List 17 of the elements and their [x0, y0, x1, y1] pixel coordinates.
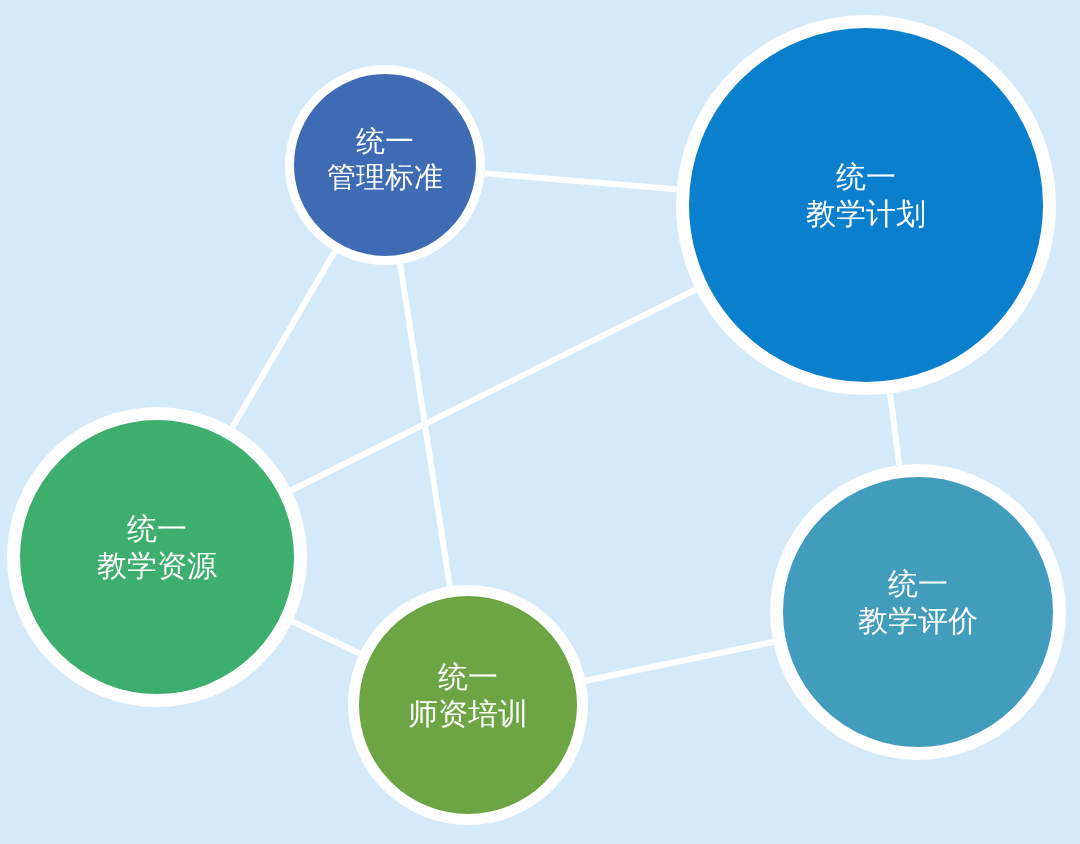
- node-label: 教学评价: [858, 602, 978, 640]
- connector-line: [584, 639, 774, 684]
- node-label: 师资培训: [408, 695, 528, 733]
- node-label: 统一: [356, 122, 414, 159]
- connector-line: [397, 263, 453, 587]
- connector-line: [887, 393, 903, 466]
- node-label: 统一: [127, 509, 187, 547]
- node-label: 统一: [836, 157, 896, 195]
- node-label: 教学资源: [97, 547, 217, 585]
- connector-line: [229, 249, 338, 429]
- node-label: 管理标准: [327, 159, 443, 196]
- connector-line: [291, 618, 361, 657]
- connector-line: [290, 286, 698, 493]
- node-label: 统一: [888, 564, 948, 602]
- node-label: 统一: [438, 657, 498, 695]
- node-label: 教学计划: [806, 195, 926, 233]
- connector-line: [484, 170, 677, 193]
